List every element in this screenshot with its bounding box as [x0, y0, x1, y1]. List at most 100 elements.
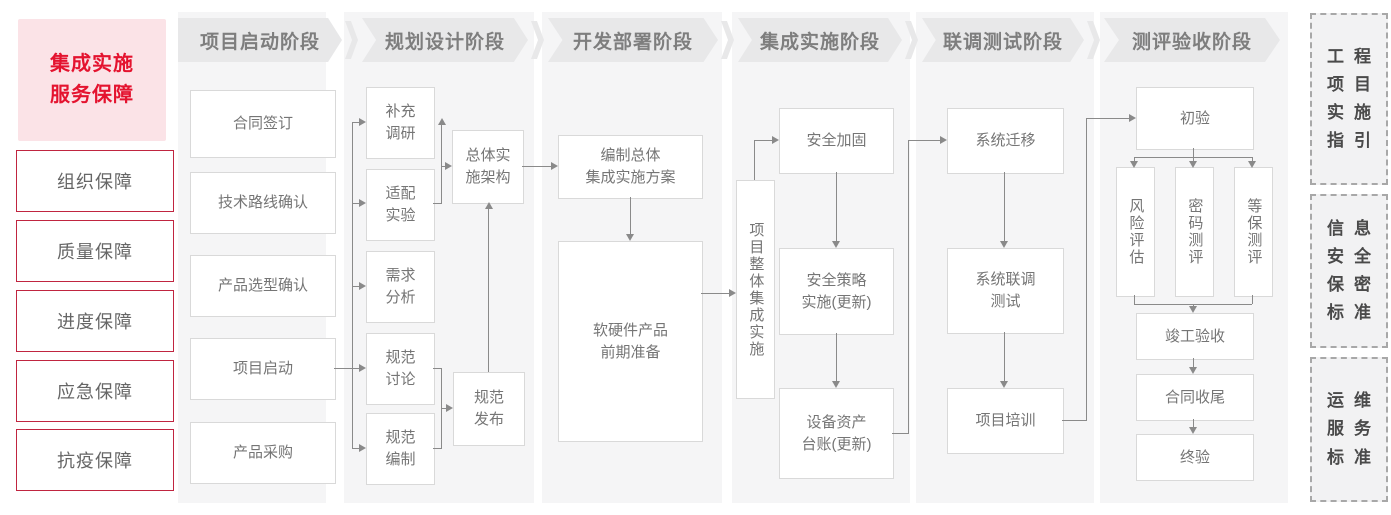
node-label: 系统迁移: [975, 132, 1036, 150]
sidebar-item-label: 质量保障: [57, 242, 133, 262]
node-label: 规范 讨论: [385, 349, 416, 388]
flow-line: [1193, 358, 1194, 368]
node-label: 技术路线确认: [217, 194, 308, 212]
arrowhead-icon: [729, 289, 736, 297]
flow-line: [630, 197, 631, 234]
flow-line: [908, 140, 909, 434]
node-security-policy-implementation: 安全策略 实施(更新): [779, 248, 894, 335]
phase-header-joint-testing: 联调测试阶段: [922, 18, 1084, 62]
standards-label: 工程 项目 实施 指引: [1327, 46, 1381, 151]
flow-line: [488, 208, 489, 372]
node-overall-integration-plan: 编制总体 集成实施方案: [558, 135, 703, 199]
sidebar-primary-text: 集成实施 服务保障: [50, 53, 134, 106]
node-supplementary-research: 补充 调研: [366, 87, 435, 159]
flow-line: [352, 122, 353, 449]
flow-line: [908, 140, 940, 141]
arrowhead-icon: [1189, 427, 1197, 434]
flow-line: [441, 166, 446, 167]
flow-line: [1193, 419, 1194, 428]
flow-line: [433, 203, 442, 204]
flow-line: [1004, 332, 1005, 381]
arrowhead-icon: [359, 364, 366, 372]
node-adaptation-experiment: 适配 实验: [366, 169, 435, 241]
flow-line: [1004, 172, 1005, 241]
arrowhead-icon: [626, 234, 634, 241]
arrowhead-icon: [1129, 114, 1136, 122]
flow-line: [1062, 420, 1086, 421]
node-completion-acceptance: 竣工验收: [1136, 313, 1254, 360]
node-label: 风险评估: [1127, 198, 1145, 266]
flow-line: [1193, 148, 1194, 157]
node-contract-closure: 合同收尾: [1136, 374, 1254, 421]
flow-line: [1086, 118, 1087, 421]
arrowhead-icon: [832, 381, 840, 388]
arrowhead-icon: [445, 162, 452, 170]
phase-header-project-kickoff: 项目启动阶段: [178, 18, 342, 62]
node-label: 需求 分析: [385, 267, 416, 306]
node-label: 设备资产 台账(更新): [801, 413, 872, 453]
standards-label: 运维 服务 标准: [1327, 391, 1381, 467]
sidebar-item-label: 应急保障: [57, 382, 133, 402]
node-label: 总体实 施架构: [465, 147, 511, 186]
panel-operation-service-standard: 运维 服务 标准: [1310, 357, 1388, 502]
node-label: 系统联调 测试: [975, 271, 1036, 310]
arrowhead-icon: [1189, 306, 1197, 313]
node-tech-route-confirm: 技术路线确认: [190, 172, 336, 234]
sidebar-item-schedule-guarantee: 进度保障: [16, 290, 174, 352]
node-spec-drafting: 规范 编制: [366, 413, 435, 485]
flow-line: [352, 203, 359, 204]
flow-line: [441, 408, 446, 409]
arrowhead-icon: [359, 282, 366, 290]
flow-line: [1134, 295, 1135, 304]
node-label: 安全加固: [806, 132, 867, 150]
arrowhead-icon: [1248, 161, 1256, 168]
flow-line: [522, 166, 551, 167]
arrowhead-icon: [1000, 381, 1008, 388]
flow-line: [1252, 157, 1253, 161]
phase-header-planning-design: 规划设计阶段: [362, 18, 528, 62]
node-label: 产品采购: [232, 444, 293, 462]
node-project-kickoff: 项目启动: [190, 338, 336, 400]
node-label: 终验: [1179, 448, 1210, 466]
node-label: 等保测评: [1245, 198, 1263, 266]
node-label: 适配 实验: [385, 185, 416, 224]
flow-line: [892, 433, 908, 434]
flow-line: [352, 122, 359, 123]
node-label: 合同签订: [232, 115, 293, 133]
phase-header-label: 规划设计阶段: [384, 31, 505, 53]
arrowhead-icon: [772, 136, 779, 144]
flow-line: [433, 368, 442, 369]
node-label: 编制总体 集成实施方案: [585, 147, 676, 186]
sidebar-item-quality-guarantee: 质量保障: [16, 220, 174, 282]
flow-line: [433, 448, 442, 449]
node-label: 规范 发布: [473, 389, 504, 428]
flow-line: [334, 368, 352, 369]
flow-line: [754, 140, 755, 180]
phase-header-label: 联调测试阶段: [942, 31, 1063, 53]
sidebar-item-label: 抗疫保障: [57, 451, 133, 471]
node-overall-project-integration: 项目整体集成实施: [736, 180, 775, 399]
node-initial-acceptance: 初验: [1136, 87, 1254, 150]
node-overall-implementation-architecture: 总体实 施架构: [452, 130, 524, 204]
flow-line: [1086, 118, 1129, 119]
arrowhead-icon: [1189, 367, 1197, 374]
flow-line: [352, 286, 359, 287]
phase-header-integration-implementation: 集成实施阶段: [738, 18, 902, 62]
panel-info-security-confidentiality-standard: 信息 安全 保密 标准: [1310, 194, 1388, 348]
arrowhead-icon: [832, 241, 840, 248]
flow-line: [1134, 157, 1135, 161]
flow-line: [441, 125, 442, 204]
flow-line: [701, 293, 729, 294]
node-asset-ledger-update: 设备资产 台账(更新): [779, 388, 894, 479]
flow-line: [754, 140, 772, 141]
node-product-procurement: 产品采购: [190, 422, 336, 484]
node-label: 软硬件产品 前期准备: [592, 321, 668, 361]
arrowhead-icon: [1189, 161, 1197, 168]
arrowhead-icon: [1130, 161, 1138, 168]
flow-line: [352, 448, 359, 449]
sidebar-item-organization-guarantee: 组织保障: [16, 150, 174, 212]
node-label: 规范 编制: [385, 429, 416, 468]
arrowhead-icon: [359, 118, 366, 126]
arrowhead-icon: [940, 136, 947, 144]
sidebar-item-label: 组织保障: [57, 172, 133, 192]
